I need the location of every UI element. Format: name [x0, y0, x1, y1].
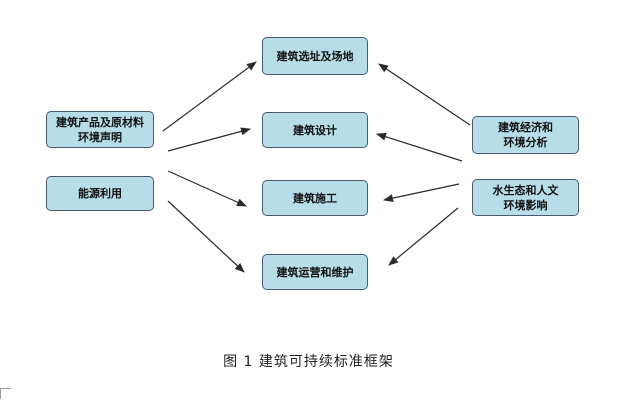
- arrow-economy-to-site: [378, 63, 471, 126]
- figure-caption: 图 1 建筑可持续标准框架: [223, 354, 394, 370]
- arrow-products-to-design: [167, 127, 251, 152]
- arrow-energy-to-construction: [167, 170, 247, 207]
- node-operation-maintenance: 建筑运营和维护: [262, 254, 368, 290]
- arrow-products-to-site: [162, 61, 257, 132]
- node-energy-use: 能源利用: [46, 176, 154, 211]
- arrow-economy-to-design: [376, 132, 463, 162]
- node-building-design: 建筑设计: [262, 112, 368, 148]
- node-site-selection: 建筑选址及场地: [262, 37, 368, 75]
- arrow-ecology-to-construction: [383, 183, 460, 203]
- arrow-energy-to-operation: [167, 200, 245, 273]
- node-building-construction: 建筑施工: [262, 180, 368, 216]
- page-corner-mark: [0, 388, 11, 399]
- arrow-ecology-to-operation: [388, 207, 459, 266]
- node-economy-analysis: 建筑经济和 环境分析: [472, 116, 579, 154]
- node-products-materials: 建筑产品及原材料 环境声明: [46, 111, 154, 148]
- node-ecology-impact: 水生态和人文 环境影响: [472, 179, 579, 216]
